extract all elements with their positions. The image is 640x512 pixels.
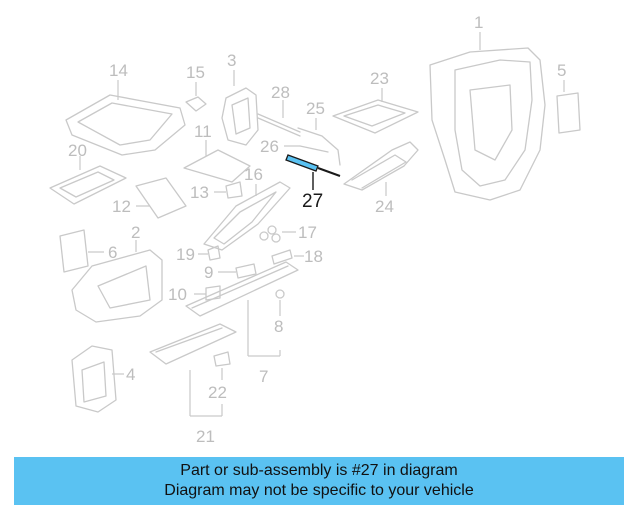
parts-diagram: 1 5 14 15 3 28 25 [49,13,581,446]
banner-line-2: Diagram may not be specific to your vehi… [164,482,474,499]
callout-19: 19 [176,245,195,264]
callout-18: 18 [304,247,323,266]
part-16-side-panel: 16 [203,165,291,251]
part-28-rod: 28 [257,83,301,137]
callout-12: 12 [112,197,131,216]
part-26-wrench: 26 [260,137,329,156]
part-23-tray: 23 [332,69,419,134]
callout-10: 10 [168,285,187,304]
banner-line-1: Part or sub-assembly is #27 in diagram [180,462,458,479]
callout-11: 11 [194,122,212,141]
callout-7: 7 [259,367,268,386]
callout-16: 16 [244,165,263,184]
part-7-sill-plate: 7 [185,261,299,386]
callout-22: 22 [208,383,227,402]
callout-13: 13 [190,183,209,202]
callout-2: 2 [131,223,140,242]
part-2-side-trim: 2 [71,223,163,323]
callout-20: 20 [68,141,87,160]
part-10-clip: 10 [168,285,221,304]
part-18-clip: 18 [271,247,323,266]
part-24-jack: 24 [343,141,419,216]
callout-27: 27 [302,191,323,212]
callout-4: 4 [126,365,135,384]
part-27-highlighted-tool: 27 [285,154,341,212]
callout-14: 14 [109,61,128,80]
callout-1: 1 [474,13,483,32]
callout-26: 26 [260,137,279,156]
callout-6: 6 [108,243,117,262]
part-14-floor-panel: 14 [65,61,186,156]
callout-24: 24 [375,197,394,216]
part-6-cover: 6 [59,229,117,273]
callout-3: 3 [227,51,236,70]
callout-25: 25 [306,99,325,118]
part-19-clip: 19 [176,245,221,264]
part-11-panel: 11 [183,122,251,183]
callout-15: 15 [186,63,205,82]
part-3-bracket: 3 [221,51,259,146]
part-5-cover: 5 [556,61,581,134]
part-22-bracket: 22 [208,351,231,402]
part-4-storage-box: 4 [71,345,135,413]
part-1-quarter-trim: 1 [429,13,546,201]
part-25-handle: 25 [297,99,341,166]
part-8-screw: 8 [274,289,285,336]
part-20-board: 20 [49,141,127,205]
info-banner: Part or sub-assembly is #27 in diagram D… [14,457,624,505]
part-12-panel: 12 [112,177,187,219]
part-15-clip: 15 [185,63,207,112]
callout-21: 21 [196,427,215,446]
part-17-clips: 17 [259,223,317,243]
callout-9: 9 [204,263,213,282]
part-21-cargo-cover: 21 [149,323,237,446]
callout-5: 5 [557,61,566,80]
callout-28: 28 [271,83,290,102]
part-13-clip: 13 [190,181,243,202]
callout-23: 23 [370,69,389,88]
callout-17: 17 [298,223,317,242]
part-9-latch: 9 [204,263,257,282]
callout-8: 8 [274,317,283,336]
